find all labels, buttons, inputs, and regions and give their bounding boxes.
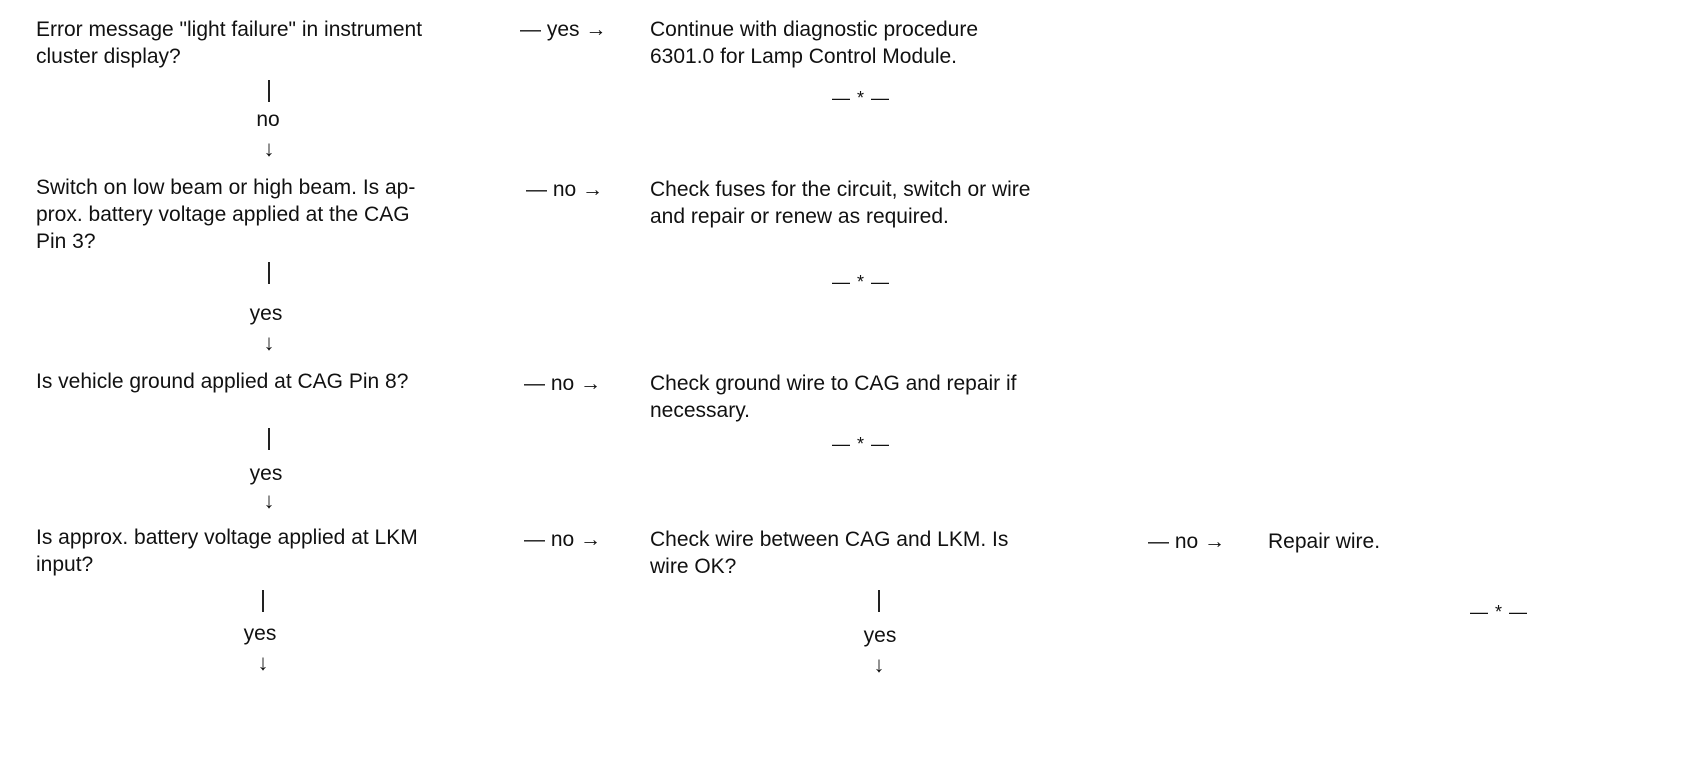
step-3-result-line-1: Check ground wire to CAG and repair if — [650, 372, 1017, 395]
step-4-sub-connector-line — [878, 590, 880, 612]
step-1-branch-label: — yes → — [520, 18, 607, 41]
step-4-question: Is approx. battery voltage applied at LK… — [36, 524, 418, 578]
step-4-sub-result: Repair wire. — [1268, 530, 1381, 553]
step-4-question-line-1: Is approx. battery voltage applied at LK… — [36, 526, 418, 549]
step-3-result: Check ground wire to CAG and repair if n… — [650, 370, 1017, 424]
step-4-sub-down-label: yes — [863, 624, 897, 647]
step-3-down-arrow-icon: ↓ — [263, 488, 275, 513]
step-1-question: Error message "light failure" in instrum… — [36, 16, 422, 70]
step-3-connector-line — [268, 428, 270, 450]
step-4-connector-line — [262, 590, 264, 612]
step-4-down-label: yes — [243, 622, 277, 645]
step-2-question-line-3: Pin 3? — [36, 230, 96, 253]
step-1-result-line-1: Continue with diagnostic procedure — [650, 18, 979, 41]
step-3-question-line-1: Is vehicle ground applied at CAG Pin 8? — [36, 370, 409, 393]
step-2-down-arrow-icon: ↓ — [263, 330, 275, 355]
step-4-result-line-1: Check wire between CAG and LKM. Is — [650, 528, 1009, 551]
step-2-question-line-1: Switch on low beam or high beam. Is ap- — [36, 176, 416, 199]
step-3-down-label: yes — [249, 462, 283, 485]
step-2-result: Check fuses for the circuit, switch or w… — [650, 176, 1030, 230]
step-1-result-line-2: 6301.0 for Lamp Control Module. — [650, 45, 958, 68]
step-1-question-line-1: Error message "light failure" in instrum… — [36, 18, 423, 41]
step-2-question: Switch on low beam or high beam. Is ap- … — [36, 174, 415, 255]
step-3-result-line-2: necessary. — [650, 399, 750, 422]
step-2-result-line-1: Check fuses for the circuit, switch or w… — [650, 178, 1031, 201]
step-1-connector-line — [268, 80, 270, 102]
step-2-branch-label: — no → — [526, 178, 604, 201]
step-4-sub-down-arrow-icon: ↓ — [873, 652, 885, 677]
step-2-question-line-2: prox. battery voltage applied at the CAG — [36, 203, 410, 226]
step-4-result-line-2: wire OK? — [650, 555, 737, 578]
step-1-down-arrow-icon: ↓ — [263, 136, 275, 161]
step-1-down-label: no — [256, 108, 280, 131]
step-1-question-line-2: cluster display? — [36, 45, 181, 68]
step-4-question-line-2: input? — [36, 553, 94, 576]
step-2-down-label: yes — [249, 302, 283, 325]
step-2-connector-line — [268, 262, 270, 284]
step-2-end-marker: — * — — [832, 272, 891, 292]
step-1-result: Continue with diagnostic procedure 6301.… — [650, 16, 978, 70]
step-4-result: Check wire between CAG and LKM. Is wire … — [650, 526, 1008, 580]
step-1-end-marker: — * — — [832, 88, 891, 108]
step-4-down-arrow-icon: ↓ — [257, 650, 269, 675]
step-4-sub-end-marker: — * — — [1470, 602, 1529, 622]
step-3-branch-label: — no → — [524, 372, 602, 395]
step-3-question: Is vehicle ground applied at CAG Pin 8? — [36, 368, 408, 395]
step-3-end-marker: — * — — [832, 434, 891, 454]
step-4-branch-label: — no → — [524, 528, 602, 551]
step-4-sub-branch-label: — no → — [1148, 530, 1226, 553]
step-2-result-line-2: and repair or renew as required. — [650, 205, 949, 228]
